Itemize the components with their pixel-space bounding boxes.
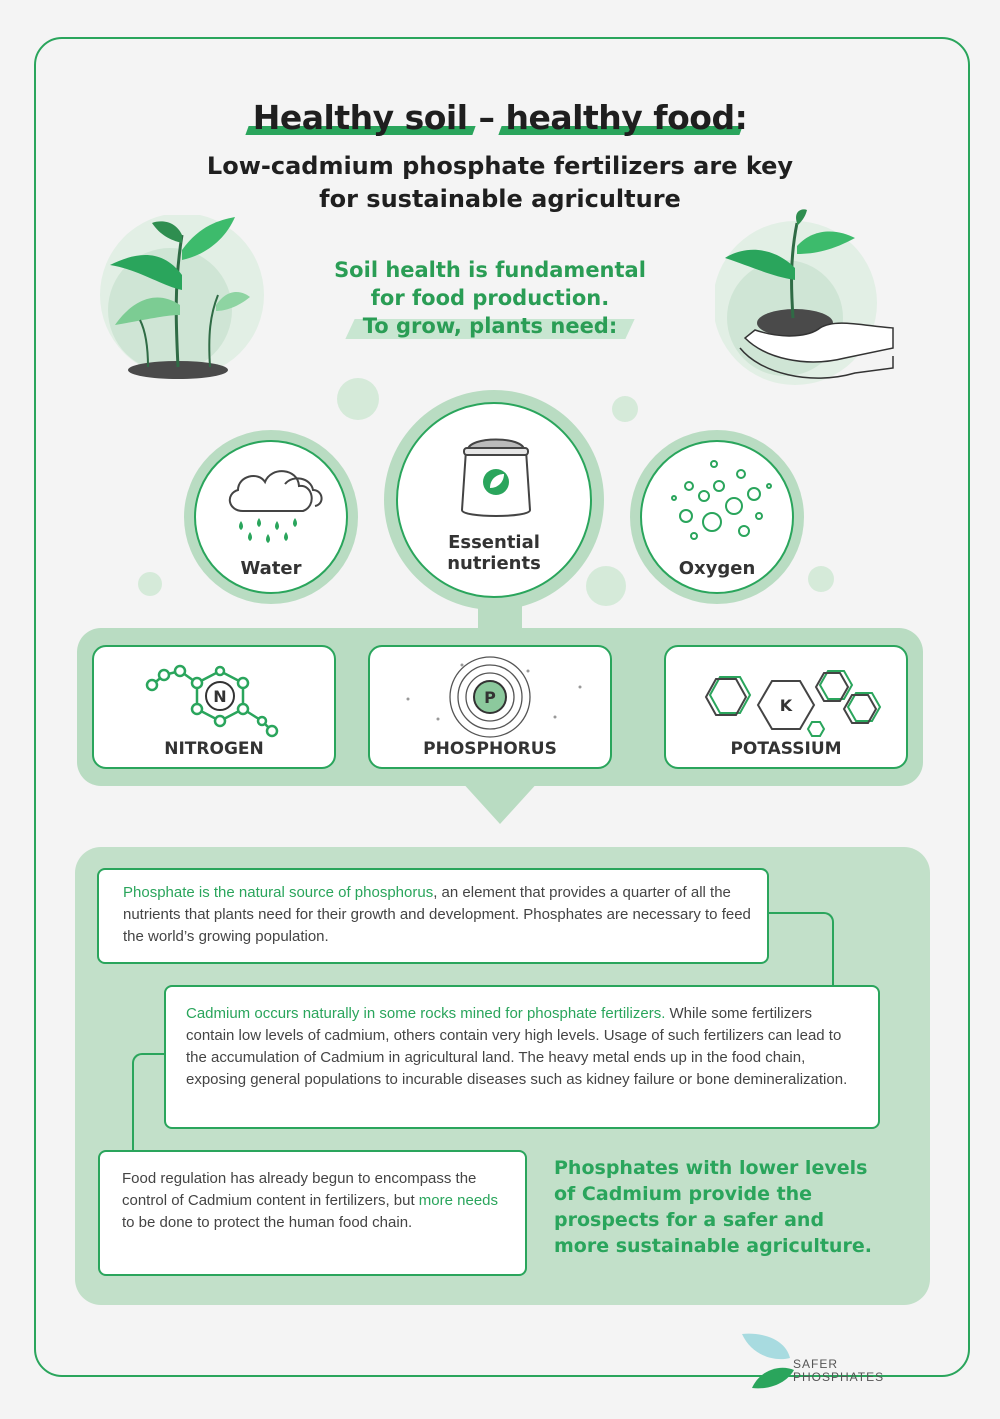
- element-card-potassium: K POTASSIUM: [664, 645, 908, 769]
- fertilizer-bag-icon: [460, 438, 532, 517]
- need-label-water: Water: [240, 558, 302, 579]
- decorative-dot: [138, 572, 162, 596]
- element-card-nitrogen: N NITROGEN: [92, 645, 336, 769]
- lead-line3: To grow, plants need:: [362, 314, 618, 338]
- molecule-icon: N: [145, 664, 279, 738]
- regulation-highlight: more needs: [418, 1192, 499, 1209]
- logo-line2: PHOSPHATES: [793, 1370, 885, 1384]
- title-colon: :: [734, 98, 748, 137]
- phosphate-highlight: Phosphate is the natural source of phosp…: [123, 884, 434, 901]
- info-box-regulation: Food regulation has already begun to enc…: [98, 1150, 527, 1276]
- bubbles-icon: [671, 460, 772, 540]
- element-card-phosphorus: P PHOSPHORUS: [368, 645, 612, 769]
- phosphorus-symbol: P: [484, 688, 496, 707]
- rain-cloud-icon: [228, 470, 323, 543]
- phosphate-text: , an element that provides a quarter of …: [123, 884, 751, 945]
- logo-line1: SAFER: [793, 1357, 839, 1371]
- leaf-logo-icon: [742, 1333, 794, 1389]
- need-label-nutrients: Essential nutrients: [398, 532, 590, 574]
- conclusion-text: Phosphates with lower levels of Cadmium …: [554, 1157, 872, 1257]
- decorative-dot: [612, 396, 638, 422]
- info-box-phosphate: Phosphate is the natural source of phosp…: [97, 868, 769, 964]
- hands-holding-seedling-icon: [715, 209, 894, 385]
- page-frame: [34, 37, 970, 1377]
- regulation-text-after: to be done to protect the human food cha…: [122, 1214, 413, 1231]
- regulation-text-before: Food regulation has already begun to enc…: [122, 1170, 477, 1209]
- subtitle-line1: Low-cadmium phosphate fertilizers are ke…: [206, 152, 794, 180]
- page-title: Healthy soil – healthy food:: [0, 98, 1000, 137]
- subtitle-line2: for sustainable agriculture: [319, 185, 681, 213]
- logo-text: SAFER PHOSPHATES: [793, 1358, 884, 1384]
- connector-line-right: [766, 912, 834, 988]
- decorative-dot: [586, 566, 626, 606]
- page-subtitle: Low-cadmium phosphate fertilizers are ke…: [0, 150, 1000, 216]
- need-label-oxygen: Oxygen: [678, 558, 756, 579]
- decorative-dot: [337, 378, 379, 420]
- need-label-nutrients-line1: Essential: [448, 532, 540, 553]
- title-part1: Healthy soil: [252, 98, 468, 137]
- title-dash: –: [467, 98, 506, 137]
- sprout-plant-icon: [100, 215, 264, 379]
- need-label-nutrients-line2: nutrients: [447, 553, 541, 574]
- cadmium-text: While some fertilizers contain low level…: [186, 1005, 848, 1088]
- band-arrow: [460, 780, 540, 824]
- need-water: Water: [184, 430, 358, 604]
- connector-line-left: [132, 1053, 168, 1153]
- hexagons-icon: K: [704, 670, 882, 737]
- info-box-cadmium: Cadmium occurs naturally in some rocks m…: [164, 985, 880, 1129]
- lead-line1: Soil health is fundamental: [334, 258, 646, 282]
- lead-text: Soil health is fundamental for food prod…: [300, 256, 680, 340]
- nitrogen-symbol: N: [213, 687, 226, 706]
- element-label-nitrogen: NITROGEN: [164, 739, 264, 759]
- lead-line2: for food production.: [370, 286, 610, 310]
- cadmium-highlight: Cadmium occurs naturally in some rocks m…: [186, 1005, 666, 1022]
- element-label-potassium: POTASSIUM: [730, 739, 842, 759]
- title-part2: healthy food: [505, 98, 736, 137]
- atom-icon: P: [406, 656, 582, 738]
- element-label-phosphorus: PHOSPHORUS: [423, 739, 557, 759]
- decorative-dot: [808, 566, 834, 592]
- need-nutrients: Essential nutrients: [384, 390, 604, 610]
- need-oxygen: Oxygen: [630, 430, 804, 604]
- potassium-symbol: K: [780, 696, 793, 715]
- safer-phosphates-logo: SAFER PHOSPHATES: [740, 1330, 900, 1390]
